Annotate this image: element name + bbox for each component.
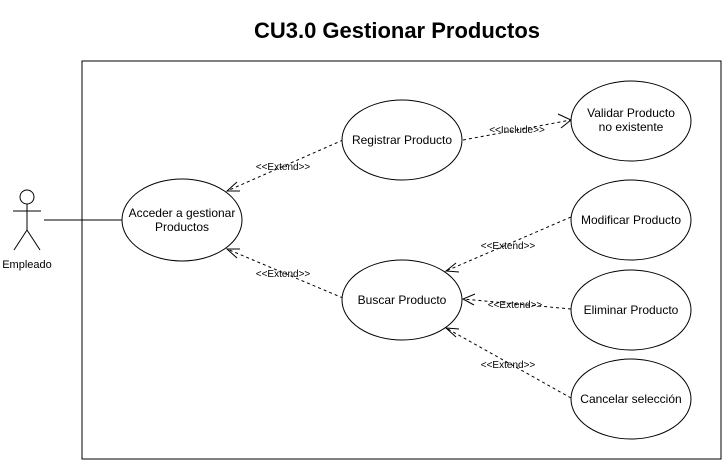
use-case-buscar: Buscar Producto bbox=[341, 259, 463, 341]
relation-registrar-validar: <<Include>> bbox=[462, 113, 572, 141]
actor-label: Empleado bbox=[2, 259, 52, 271]
use-case-label: Registrar Producto bbox=[352, 133, 452, 147]
diagram-title: CU3.0 Gestionar Productos bbox=[254, 18, 540, 43]
use-case-label-line2: Productos bbox=[155, 220, 209, 234]
use-case-validar: Validar Producto no existente bbox=[570, 80, 692, 162]
relation-label: <<Extend>> bbox=[488, 300, 543, 311]
use-case-eliminar: Eliminar Producto bbox=[570, 269, 692, 351]
use-case-registrar: Registrar Producto bbox=[341, 99, 463, 181]
stick-figure-actor-icon bbox=[13, 189, 41, 251]
actor-empleado: Empleado bbox=[2, 189, 52, 271]
use-case-acceder: Acceder a gestionar Productos bbox=[121, 178, 243, 262]
relation-modificar-buscar: <<Extend>> bbox=[444, 216, 572, 273]
use-case-label: Modificar Producto bbox=[581, 213, 681, 227]
use-case-label-line2: no existente bbox=[599, 120, 664, 134]
relation-eliminar-buscar: <<Extend>> bbox=[461, 293, 572, 311]
relation-label: <<Extend>> bbox=[256, 162, 311, 173]
relation-label: <<Include>> bbox=[489, 125, 545, 136]
use-case-label: Eliminar Producto bbox=[584, 303, 679, 317]
use-case-modificar: Modificar Producto bbox=[570, 179, 692, 261]
relation-label: <<Extend>> bbox=[481, 241, 536, 252]
use-case-label: Cancelar selección bbox=[580, 392, 681, 406]
relation-registrar-acceder: <<Extend>> bbox=[225, 139, 344, 192]
use-case-cancelar: Cancelar selección bbox=[570, 358, 692, 440]
use-case-label: Buscar Producto bbox=[358, 293, 447, 307]
relation-label: <<Extend>> bbox=[256, 269, 311, 280]
use-case-label-line1: Acceder a gestionar bbox=[129, 206, 236, 220]
relation-label: <<Extend>> bbox=[481, 360, 536, 371]
use-case-label-line1: Validar Producto bbox=[587, 106, 675, 120]
relation-cancelar-buscar: <<Extend>> bbox=[444, 327, 572, 399]
relation-buscar-acceder: <<Extend>> bbox=[225, 248, 344, 299]
system-boundary bbox=[81, 60, 722, 460]
